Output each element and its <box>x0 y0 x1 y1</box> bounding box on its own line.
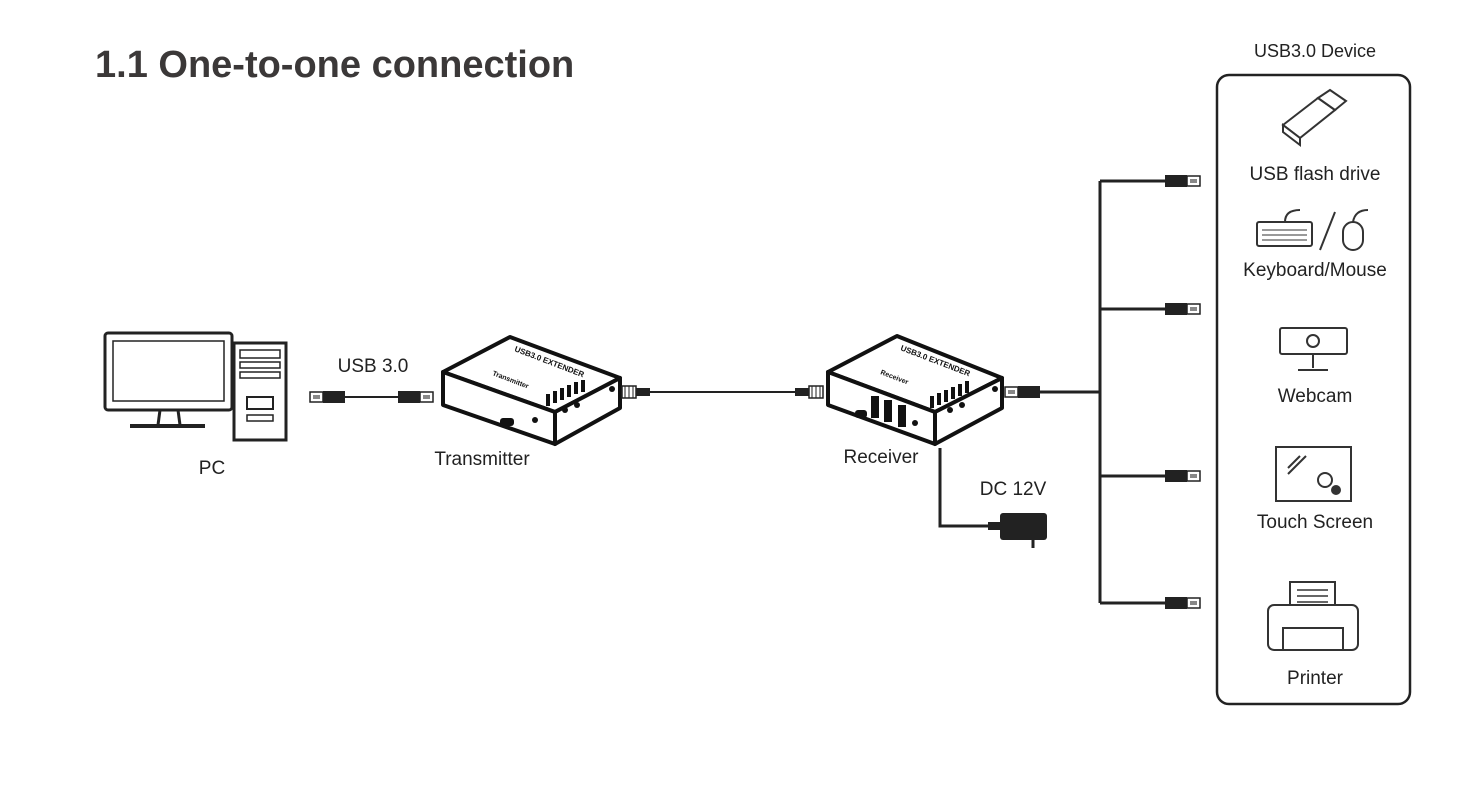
touch-screen-icon <box>1275 446 1352 502</box>
device-panel-title: USB3.0 Device <box>1253 41 1377 61</box>
pc-icon <box>103 331 288 442</box>
usb-flash-drive-icon <box>1281 88 1348 148</box>
usb-plug-icon <box>1164 469 1201 483</box>
power-label: DC 12V <box>979 479 1047 500</box>
usb-plug-icon <box>1164 596 1201 610</box>
receiver-label: Receiver <box>843 447 919 468</box>
receiver-device-icon <box>826 334 1004 446</box>
usb-plug-icon <box>1164 174 1201 188</box>
device-label-printer: Printer <box>1287 668 1343 689</box>
usb-device-panel <box>1215 73 1412 706</box>
power-adapter-icon <box>938 448 1047 548</box>
webcam-icon <box>1279 327 1348 371</box>
section-title: 1.1 One-to-one connection <box>95 44 575 86</box>
usb-plug-icon <box>1164 302 1201 316</box>
device-label-webcam: Webcam <box>1277 386 1353 407</box>
keyboard-mouse-icon <box>1256 209 1369 251</box>
printer-icon <box>1267 581 1359 651</box>
usb-hub-wiring <box>1040 179 1165 605</box>
transmitter-label: Transmitter <box>434 449 530 470</box>
device-label-touch-screen: Touch Screen <box>1256 512 1374 533</box>
pc-label: PC <box>198 458 226 479</box>
usb-cable-label: USB 3.0 <box>337 356 409 377</box>
device-label-flash-drive: USB flash drive <box>1249 164 1381 185</box>
device-label-keyboard-mouse: Keyboard/Mouse <box>1243 260 1387 281</box>
usb-cable-icon <box>309 390 434 404</box>
usb-plug-icon <box>1004 385 1041 399</box>
transmitter-device-icon <box>441 335 622 446</box>
network-cable-icon <box>621 385 824 399</box>
